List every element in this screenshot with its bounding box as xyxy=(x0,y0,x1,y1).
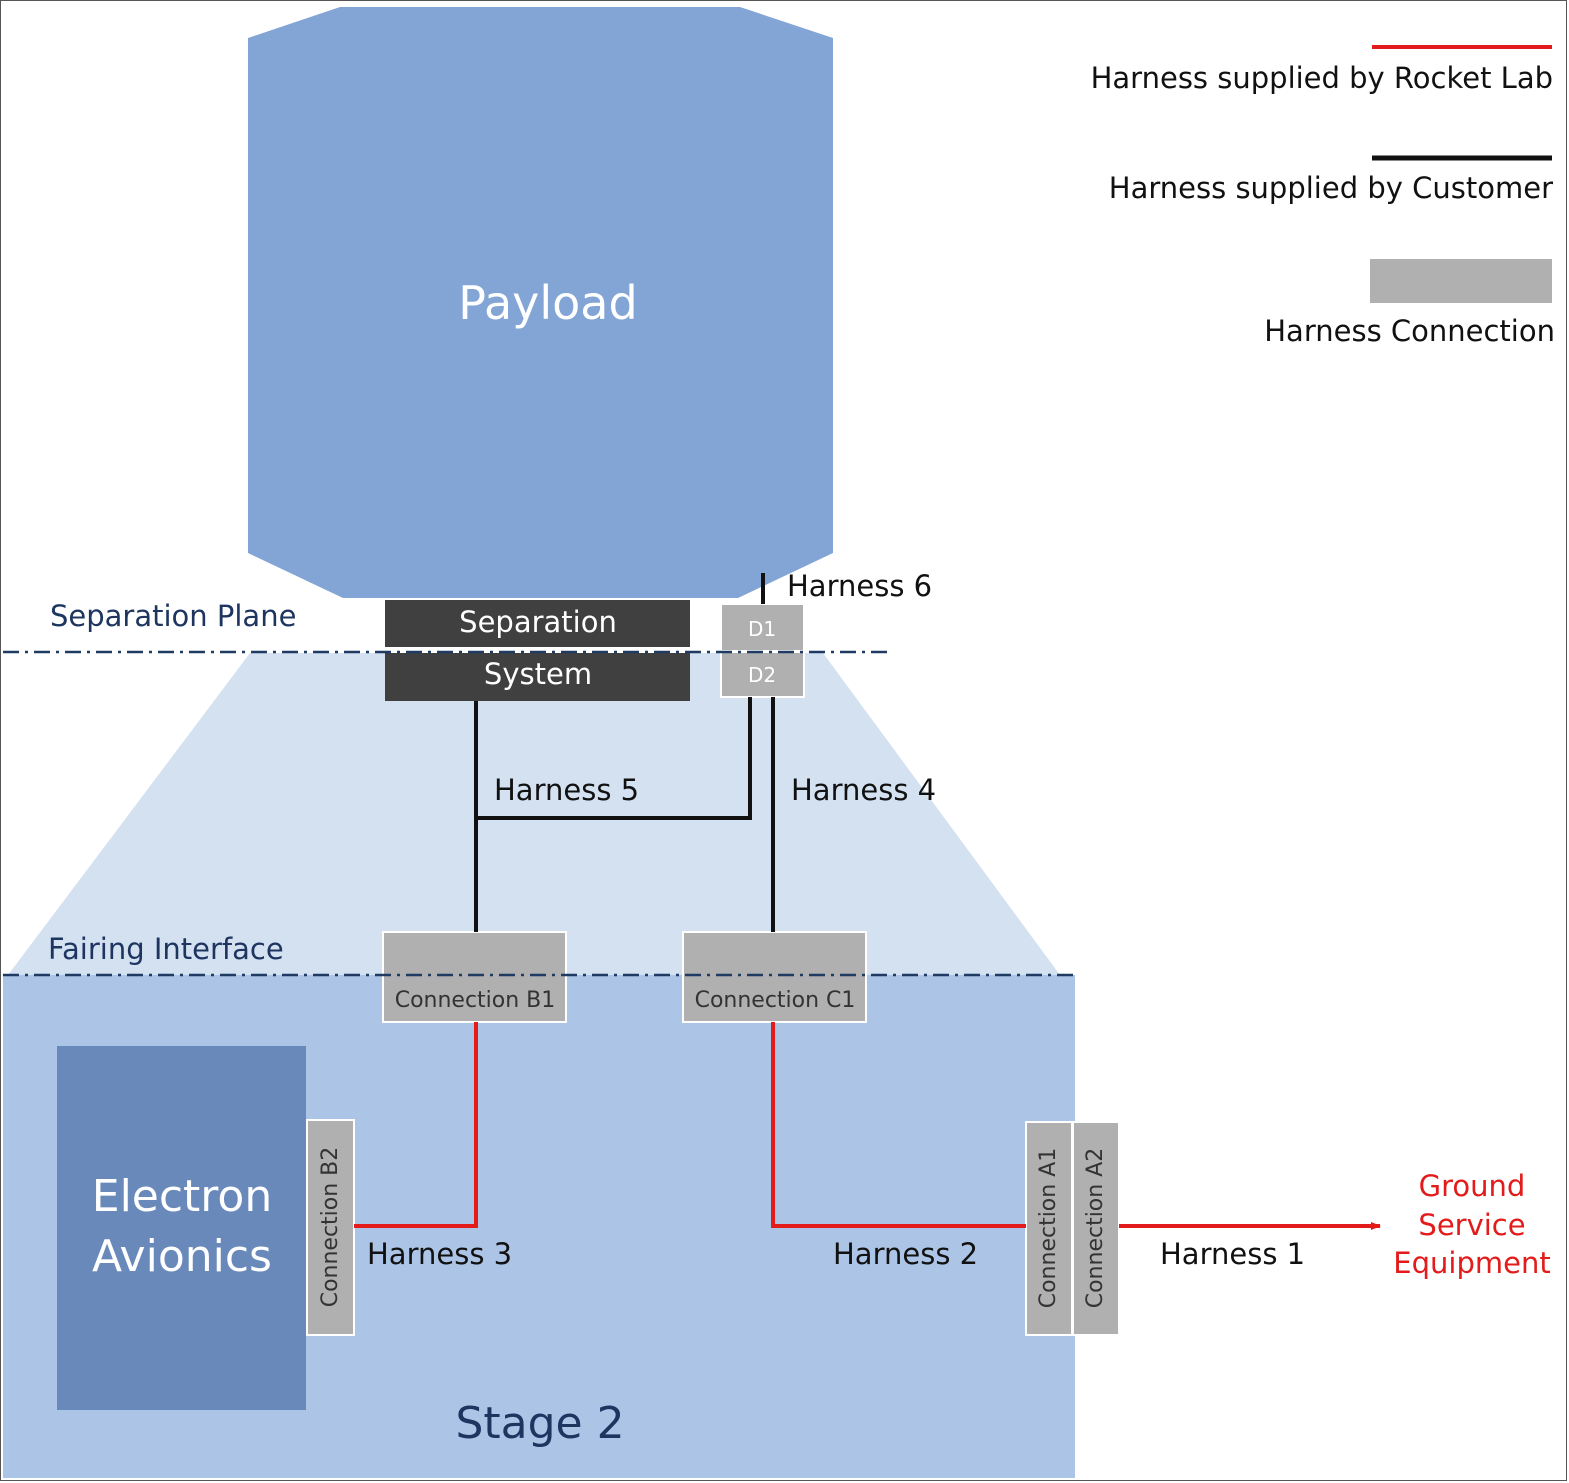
harness-2-line xyxy=(771,1022,1026,1228)
connector-c1-label: Connection C1 xyxy=(694,988,856,1013)
separation-system-bottom xyxy=(385,653,690,701)
harness-5-branch-line xyxy=(476,697,752,820)
payload-block xyxy=(248,7,833,598)
legend-customer-label: Harness supplied by Customer xyxy=(1108,171,1553,205)
avionics-label-line2: Avionics xyxy=(92,1231,272,1282)
legend-connection-swatch xyxy=(1370,259,1552,303)
connector-d1-label: D1 xyxy=(747,617,777,641)
gse-label-line1: Ground xyxy=(1418,1169,1526,1203)
harness-3-line xyxy=(354,1022,478,1228)
harness-6-label: Harness 6 xyxy=(787,569,933,603)
gse-label-line3: Equipment xyxy=(1393,1246,1551,1280)
connector-b1 xyxy=(382,931,567,1023)
connector-b2 xyxy=(306,1119,355,1336)
fairing-region xyxy=(8,653,1060,975)
separation-system-top xyxy=(385,600,690,647)
avionics-label-line1: Electron xyxy=(91,1171,273,1222)
connector-d1 xyxy=(720,603,805,652)
harness-3-label: Harness 3 xyxy=(367,1237,513,1271)
harness-5-label: Harness 5 xyxy=(494,773,640,807)
legend-rocket-lab-label: Harness supplied by Rocket Lab xyxy=(1090,61,1553,95)
separation-plane-label: Separation Plane xyxy=(50,599,297,633)
connector-a2-label: Connection A2 xyxy=(1083,1147,1108,1309)
harness-1-label: Harness 1 xyxy=(1160,1237,1306,1271)
legend-connection-label: Harness Connection xyxy=(1264,314,1555,348)
separation-top-label: Separation xyxy=(459,605,617,639)
gse-label-line2: Service xyxy=(1418,1208,1526,1242)
connector-b1-label: Connection B1 xyxy=(394,988,556,1013)
harness-2-label: Harness 2 xyxy=(833,1237,979,1271)
connector-a1-label: Connection A1 xyxy=(1036,1147,1061,1309)
connector-d2 xyxy=(720,651,805,698)
stage-2-label: Stage 2 xyxy=(455,1398,625,1449)
connector-b2-label: Connection B2 xyxy=(318,1146,343,1308)
electron-avionics-block xyxy=(57,1046,306,1410)
connector-d2-label: D2 xyxy=(747,663,777,687)
fairing-interface-label: Fairing Interface xyxy=(48,932,284,966)
payload-label: Payload xyxy=(458,276,638,330)
harness-4-label: Harness 4 xyxy=(791,773,937,807)
connector-a2 xyxy=(1072,1121,1120,1336)
separation-bottom-label: System xyxy=(483,657,593,691)
